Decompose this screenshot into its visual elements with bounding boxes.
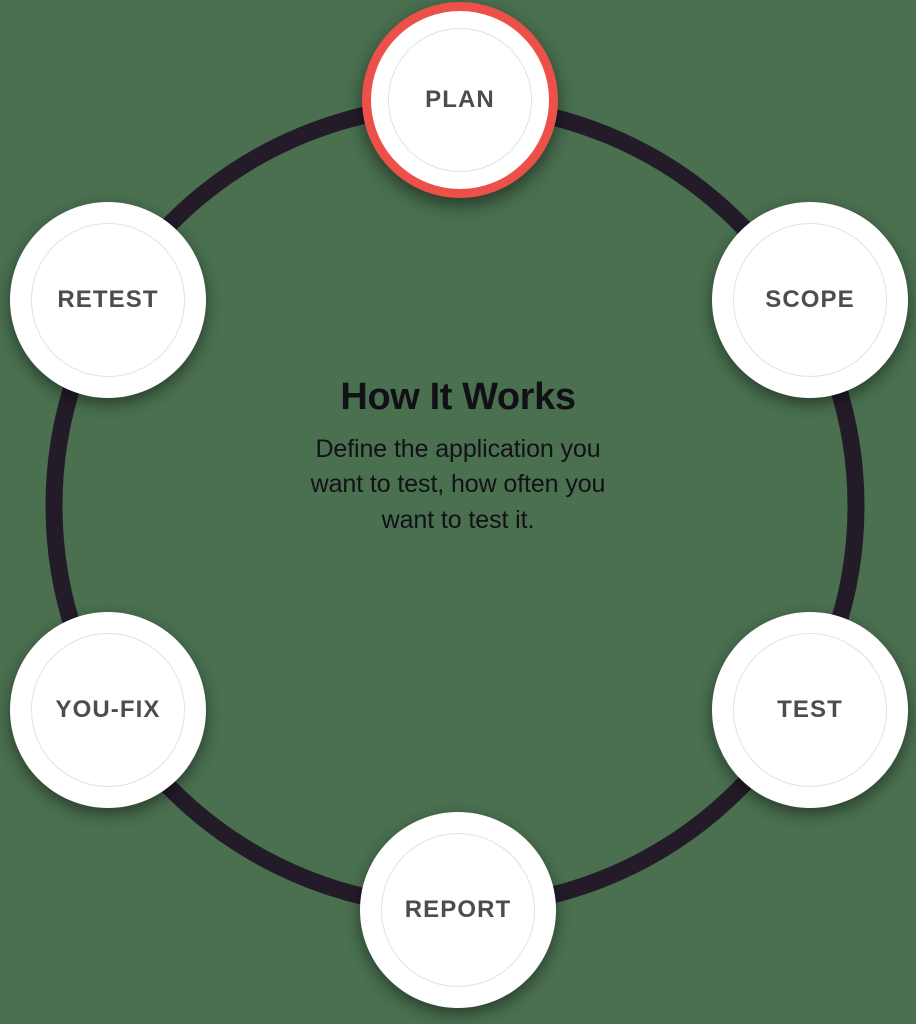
step-node-scope[interactable]: SCOPE bbox=[712, 202, 908, 398]
description-line-3: want to test it. bbox=[381, 505, 535, 534]
step-node-plan[interactable]: PLAN bbox=[362, 2, 558, 198]
step-label-test: TEST bbox=[777, 696, 843, 723]
step-node-report[interactable]: REPORT bbox=[360, 812, 556, 1008]
step-node-you-fix[interactable]: YOU-FIX bbox=[10, 612, 206, 808]
step-label-plan: PLAN bbox=[425, 86, 495, 113]
description-line-1: Define the application you bbox=[315, 434, 601, 463]
step-label-you-fix: YOU-FIX bbox=[55, 696, 161, 723]
diagram-title: How It Works bbox=[340, 376, 576, 418]
step-node-retest[interactable]: RETEST bbox=[10, 202, 206, 398]
step-label-retest: RETEST bbox=[57, 286, 159, 313]
center-content: How It Works Define the application you … bbox=[228, 376, 688, 538]
description-line-2: want to test, how often you bbox=[310, 470, 606, 499]
step-node-test[interactable]: TEST bbox=[712, 612, 908, 808]
step-label-scope: SCOPE bbox=[765, 286, 855, 313]
step-label-report: REPORT bbox=[404, 896, 512, 923]
